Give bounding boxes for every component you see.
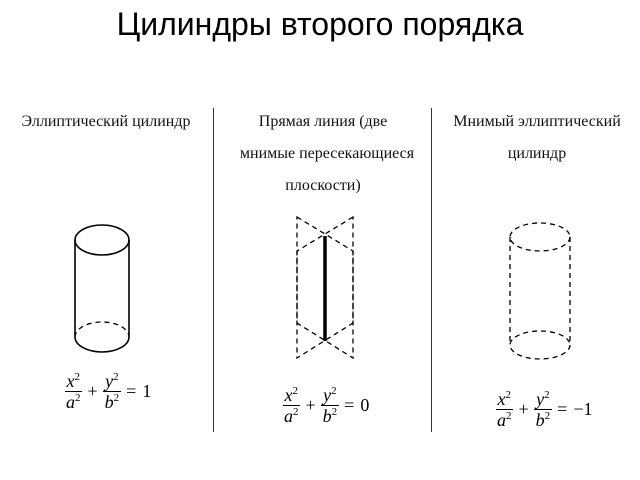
label-line: цилиндр bbox=[507, 145, 567, 162]
intersecting-planes-figure bbox=[296, 215, 354, 360]
fraction-y: y2 b2 bbox=[534, 389, 552, 430]
label-line: плоскости) bbox=[285, 177, 361, 194]
label-line: Прямая линия (две bbox=[258, 113, 388, 130]
fraction-x: x2 a2 bbox=[64, 371, 82, 412]
equation-line: x2 a2 + y2 b2 = 0 bbox=[282, 385, 370, 426]
label-line: мнимые пересекающиеся bbox=[239, 145, 415, 162]
equation-imaginary: x2 a2 + y2 b2 = −1 bbox=[495, 389, 593, 430]
elliptic-cylinder-figure bbox=[74, 224, 130, 353]
label-straight-line: Прямая линия (две мнимые пересекающиеся … bbox=[216, 106, 430, 202]
fraction-x: x2 a2 bbox=[282, 385, 300, 426]
label-elliptic-cylinder: Эллиптический цилиндр bbox=[6, 106, 206, 138]
fraction-y: y2 b2 bbox=[321, 385, 339, 426]
page-title: Цилиндры второго порядка bbox=[116, 6, 524, 42]
fraction-y: y2 b2 bbox=[103, 371, 121, 412]
fraction-x: x2 a2 bbox=[495, 389, 513, 430]
column-divider bbox=[431, 108, 432, 432]
equation-elliptic: x2 a2 + y2 b2 = 1 bbox=[64, 371, 152, 412]
label-line: Эллиптический цилиндр bbox=[21, 113, 191, 130]
label-line: Мнимый эллиптический bbox=[453, 113, 621, 130]
label-imaginary-elliptic-cylinder: Мнимый эллиптический цилиндр bbox=[434, 106, 640, 170]
imaginary-cylinder-figure bbox=[509, 222, 571, 360]
column-divider bbox=[213, 108, 214, 432]
